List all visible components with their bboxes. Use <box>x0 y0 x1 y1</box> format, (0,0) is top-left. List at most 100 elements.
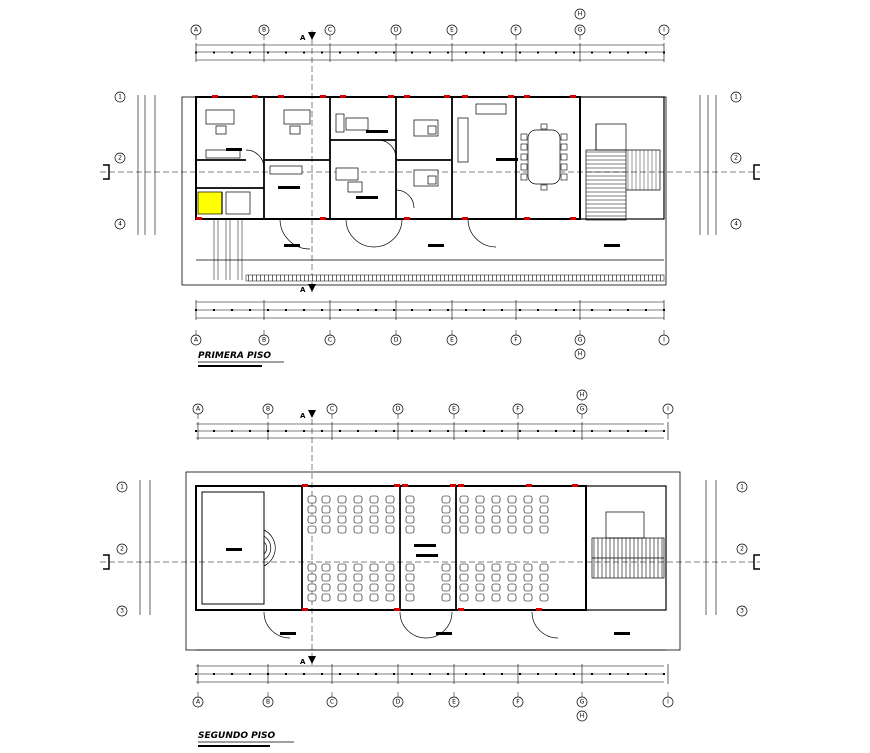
seat <box>369 495 379 504</box>
seat <box>321 593 331 602</box>
column-grid-top-label: C <box>330 406 334 413</box>
seat <box>507 563 517 572</box>
room-tags-2 <box>226 544 630 635</box>
row-grid-label: 4 <box>118 221 122 228</box>
column-grid-top-bubble <box>258 24 270 36</box>
seat <box>405 583 415 592</box>
door-jambs-2 <box>302 484 578 611</box>
seat <box>307 563 317 572</box>
seat <box>459 573 469 582</box>
seat <box>369 583 379 592</box>
seat <box>353 495 363 504</box>
grid-h-label: H <box>578 11 583 18</box>
seat <box>369 515 379 524</box>
column-grid-top-label: I <box>667 406 669 413</box>
seat <box>475 593 485 602</box>
column-grid-bottom-label: A <box>194 337 199 344</box>
right-dimension-lines-1 <box>699 95 717 235</box>
column-grid-top-label: A <box>196 406 201 413</box>
seat <box>539 593 549 602</box>
seat <box>369 525 379 534</box>
restroom-1 <box>197 191 251 280</box>
door-jambs-1 <box>196 95 576 220</box>
seat <box>523 515 533 524</box>
column-grid-top-bubble <box>326 403 338 415</box>
row-grid-bubble <box>114 91 126 103</box>
row-grid-label: 3 <box>740 608 744 615</box>
column-grid-bottom-bubble <box>662 696 674 708</box>
seat <box>321 505 331 514</box>
row-grid-bubble <box>736 543 748 555</box>
column-grid-bottom-label: B <box>262 337 266 344</box>
seat <box>307 505 317 514</box>
axis-lines-1 <box>100 30 760 292</box>
staircase-2 <box>591 511 665 579</box>
seat <box>405 495 415 504</box>
seat <box>539 583 549 592</box>
seat <box>307 573 317 582</box>
right-dimension-lines-2 <box>705 480 717 615</box>
seat <box>523 583 533 592</box>
seat <box>353 573 363 582</box>
column-grid-top-bubble <box>390 24 402 36</box>
column-grid-top-bubble <box>448 403 460 415</box>
seat <box>475 583 485 592</box>
column-grid-bottom-label: D <box>394 337 399 344</box>
door-swings-1 <box>245 139 497 250</box>
seat <box>459 515 469 524</box>
seat <box>475 563 485 572</box>
seat <box>307 525 317 534</box>
seat <box>321 525 331 534</box>
column-grid-bottom-bubble <box>190 334 202 346</box>
column-grid-bottom-bubble <box>192 696 204 708</box>
seat <box>459 525 469 534</box>
bottom-dimension-ticks-1 <box>195 300 665 320</box>
axis-lines-2 <box>100 410 760 665</box>
row-grid-bubble <box>730 152 742 164</box>
seat <box>353 515 363 524</box>
seat <box>491 593 501 602</box>
seat <box>337 583 347 592</box>
seat <box>507 495 517 504</box>
column-grid-bottom-label: I <box>667 699 669 706</box>
seat <box>385 515 395 524</box>
interior-walls-2 <box>196 486 586 611</box>
column-grid-top-label: G <box>578 27 583 34</box>
row-grid-label: 1 <box>740 484 744 491</box>
column-grid-top-bubble <box>324 24 336 36</box>
column-grid-bottom-label: G <box>580 699 585 706</box>
row-grid-label: 2 <box>120 546 124 553</box>
seat <box>507 583 517 592</box>
column-grid-top-bubble <box>576 403 588 415</box>
column-grid-top-bubble <box>192 403 204 415</box>
column-grid-bottom-bubble <box>326 696 338 708</box>
column-grid-bottom-label: F <box>514 337 518 344</box>
seat <box>405 525 415 534</box>
seat <box>491 583 501 592</box>
column-grid-bottom-bubble <box>574 334 586 346</box>
seat <box>523 573 533 582</box>
seat <box>459 593 469 602</box>
section-label-bottom-1: A <box>300 286 306 294</box>
seat <box>523 563 533 572</box>
seat <box>337 573 347 582</box>
seat <box>337 495 347 504</box>
seat <box>523 505 533 514</box>
column-grid-bottom-bubble <box>392 696 404 708</box>
seat <box>459 563 469 572</box>
seat <box>353 563 363 572</box>
column-grid-bottom-label: C <box>328 337 332 344</box>
column-grid-top-bubble <box>574 24 586 36</box>
bottom-dimension-ticks-2 <box>195 664 669 684</box>
seat <box>539 563 549 572</box>
seat <box>405 593 415 602</box>
column-grid-top-label: D <box>394 27 399 34</box>
row-grid-label: 2 <box>734 155 738 162</box>
seat <box>307 593 317 602</box>
stair-steps-1 <box>586 150 657 217</box>
left-dimension-lines-2 <box>139 480 151 615</box>
